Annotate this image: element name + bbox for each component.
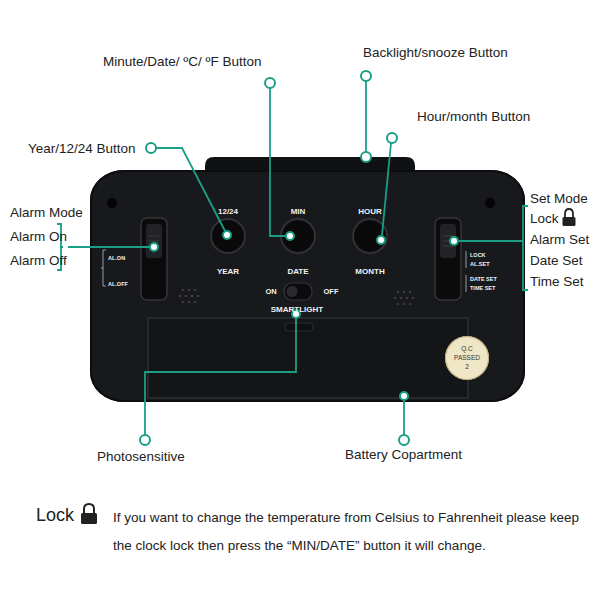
callout-dot	[361, 152, 371, 162]
lock-icon	[563, 209, 576, 226]
callout-label: Battery Copartment	[345, 448, 462, 463]
leader-lines	[57, 81, 528, 435]
node-text: MONTH	[355, 268, 384, 277]
lock-icon	[81, 504, 97, 524]
node-text: Q.C	[461, 345, 473, 352]
note-heading: Lock	[36, 506, 74, 526]
lock-shackle	[84, 504, 94, 514]
callout-dot	[265, 78, 275, 88]
callout-label: Alarm Mode	[10, 206, 83, 221]
node-text: 12/24	[218, 208, 238, 217]
callout-label: Backlight/snooze Button	[363, 46, 508, 61]
node-text: YEAR	[217, 268, 239, 277]
callout-dot	[387, 133, 397, 143]
callout-label: Year/12/24 Button	[28, 142, 136, 157]
lock-body	[563, 217, 576, 226]
node-text: AL.OFF	[108, 281, 128, 287]
callout-label: Hour/month Button	[417, 110, 530, 125]
node-text: LOCK	[470, 252, 486, 258]
node-text: AL.ON	[108, 255, 125, 261]
node-text: TIME SET	[470, 285, 495, 291]
note-text: If you want to change the temperature fr…	[113, 504, 583, 560]
callout-label: Alarm Off	[10, 254, 67, 269]
callout-dot	[140, 435, 150, 445]
node-text: ON	[265, 288, 276, 296]
node-text: DATE	[287, 268, 308, 277]
node-text: SMARTLIGHT	[271, 306, 323, 315]
callout-dot	[146, 143, 156, 153]
callout-label: Time Set	[530, 275, 584, 290]
clock-body: 12/24 MIN HOUR AL.ON AL.OFF LOCK AL.SET DATE SE…	[90, 170, 525, 402]
callout-label: Lock	[530, 212, 559, 227]
callout-label: Minute/Date/ ºC/ ºF Button	[103, 55, 261, 70]
qc-sticker: Q.C PASSED 2	[445, 336, 489, 380]
callout-label: Date Set	[530, 254, 583, 269]
callout-dot	[399, 435, 409, 445]
callout-label: Photosensitive	[97, 450, 185, 465]
node-text: HOUR	[358, 208, 382, 217]
leader-line	[403, 400, 405, 435]
callout-label: Alarm Set	[530, 233, 589, 248]
lock-body	[81, 513, 97, 524]
leader-line	[365, 81, 367, 152]
node-text: AL.SET	[470, 261, 490, 267]
node-text: MIN	[291, 208, 306, 217]
node-text: PASSED	[454, 354, 480, 361]
node-text: 2	[465, 363, 469, 370]
lock-shackle	[565, 209, 573, 218]
node-text: OFF	[324, 288, 339, 296]
node-text: DATE SET	[470, 276, 497, 282]
callout-dot	[361, 71, 371, 81]
callout-label: Set Mode	[530, 192, 588, 207]
callout-label: Alarm On	[10, 230, 67, 245]
